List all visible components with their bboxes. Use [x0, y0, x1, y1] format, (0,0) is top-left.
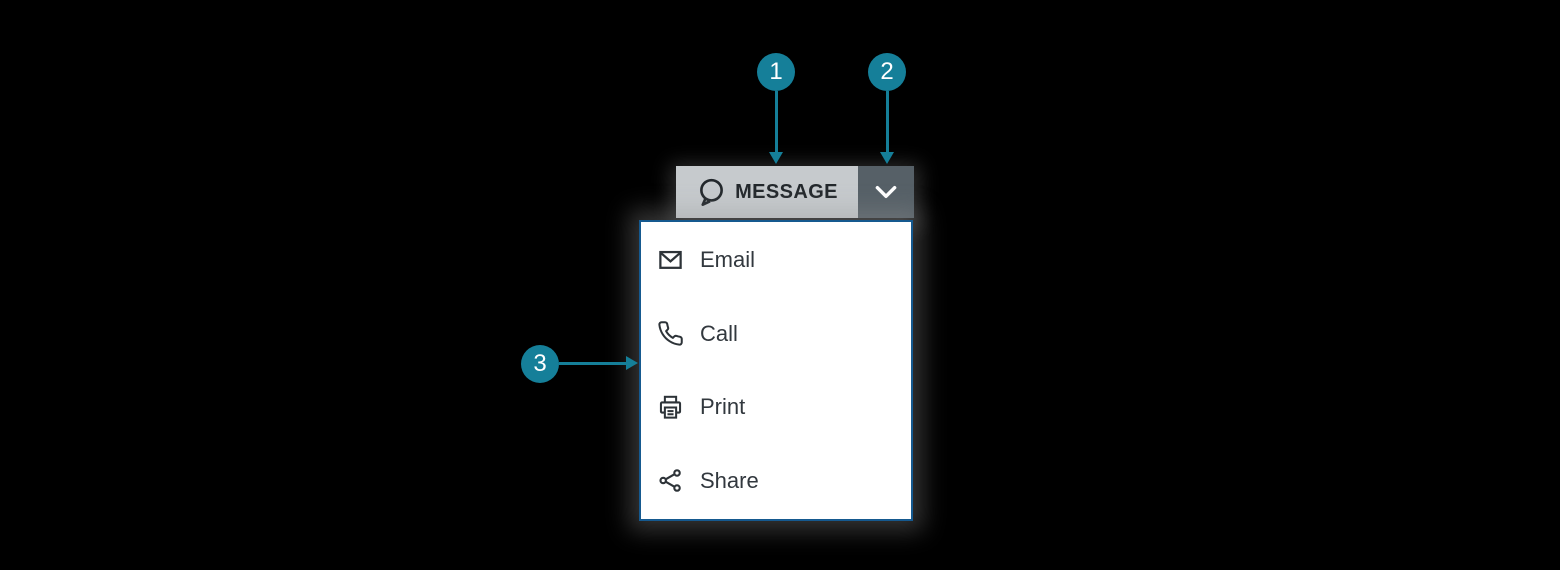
callout-3: 3	[521, 345, 559, 383]
menu-item-label: Share	[700, 467, 759, 493]
callout-3-arrow-line	[559, 362, 626, 365]
call-icon	[657, 320, 684, 347]
chevron-button[interactable]	[858, 166, 914, 218]
menu-item-share[interactable]: Share	[641, 446, 911, 516]
email-icon	[657, 247, 684, 274]
chevron-down-icon	[872, 178, 900, 206]
callout-1: 1	[757, 53, 795, 91]
share-icon	[657, 467, 684, 494]
message-button[interactable]: MESSAGE	[676, 166, 858, 218]
dropdown-menu: Email Call Print	[639, 220, 913, 521]
callout-1-arrow-line	[775, 91, 778, 152]
menu-item-email[interactable]: Email	[641, 225, 911, 295]
menu-item-print[interactable]: Print	[641, 372, 911, 442]
menu-item-label: Print	[700, 394, 746, 420]
menu-item-label: Call	[700, 320, 738, 346]
callout-2: 2	[868, 53, 906, 91]
callout-2-arrowhead-icon	[880, 152, 894, 164]
menu-item-call[interactable]: Call	[641, 299, 911, 369]
callout-2-arrow-line	[886, 91, 889, 152]
menu-item-label: Email	[700, 247, 756, 273]
callout-1-arrowhead-icon	[769, 152, 783, 164]
print-icon	[657, 394, 684, 421]
message-bubble-icon	[696, 177, 726, 207]
callout-3-arrowhead-icon	[626, 356, 638, 370]
split-button-label: MESSAGE	[735, 180, 838, 203]
split-button: MESSAGE	[676, 166, 914, 218]
callout-2-number: 2	[880, 58, 894, 85]
callout-1-number: 1	[769, 58, 783, 85]
callout-3-number: 3	[533, 350, 547, 377]
